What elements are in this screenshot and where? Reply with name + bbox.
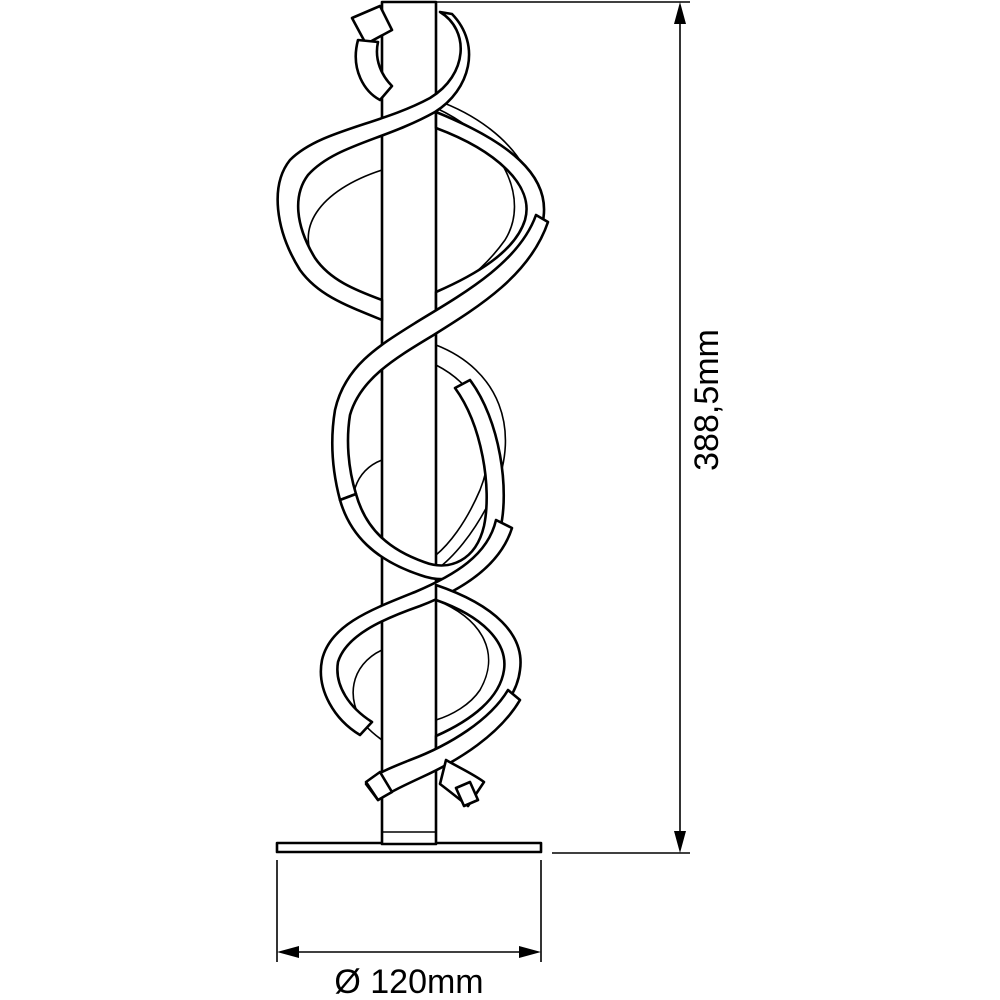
diameter-dimension: Ø 120mm (276, 860, 542, 1000)
lamp-central-pole (380, 0, 438, 846)
spiral-ribbon-front (276, 4, 550, 808)
diameter-label: Ø 120mm (334, 963, 483, 1000)
height-label: 388,5mm (688, 329, 726, 471)
height-dimension: 388,5mm (436, 1, 726, 854)
